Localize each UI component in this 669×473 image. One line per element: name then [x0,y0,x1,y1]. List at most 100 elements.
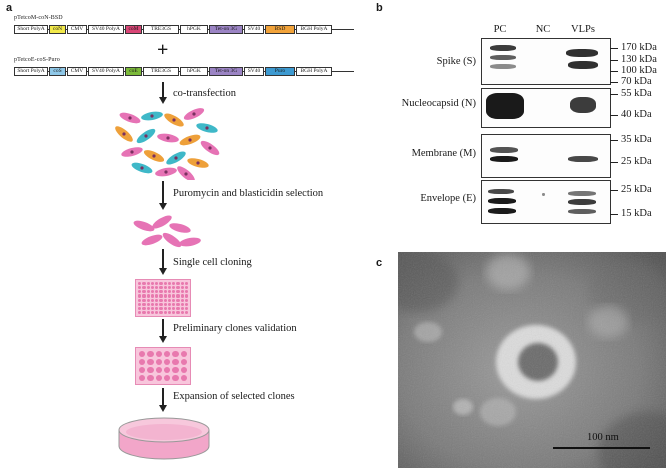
plate-well [138,302,142,306]
panel-label-a: a [6,2,13,14]
plate-well [142,286,146,290]
blot-label-membrane: Membrane (M) [411,148,476,159]
plate-well [172,367,179,373]
plasmid1-name: pTetcoM-coN-BSD [14,15,63,21]
flow-arrow-head [159,336,167,343]
plasmid-segment-cmv: CMV [67,66,87,76]
plate-well [155,375,162,381]
plate-well [176,310,180,314]
plate-well [159,302,163,306]
plate-well [142,282,146,286]
panel-label-c: c [376,257,383,269]
marker-40: 40 kDa [621,109,652,120]
plate-well [163,290,167,294]
plate-well [150,310,154,314]
marker-100: 100 kDa [621,65,657,76]
plate-well [184,298,188,302]
plate-well [155,294,159,298]
plate-well [167,294,171,298]
lane-header-vlps: VLPs [571,24,595,35]
plate-well [150,302,154,306]
flow-arrow-line [162,82,164,98]
plate-well [138,286,142,290]
plate-well [139,351,146,357]
flow-arrow-head [159,203,167,210]
step-expansion: Expansion of selected clones [173,391,295,402]
plate-well [147,367,154,373]
step-clone-validation: Preliminary clones validation [173,323,297,334]
cell-nucleus [150,114,154,118]
plasmid-segment-hpgk: hPGK [180,24,208,34]
lane-header-pc: PC [493,24,507,35]
plate-well [146,282,150,286]
plate-well [155,282,159,286]
plate-well [146,302,150,306]
plate-well [167,298,171,302]
plate-well [142,290,146,294]
plate-well [163,302,167,306]
plasmid-segment-bgh-polya: BGH PolyA [296,66,332,76]
plate-well [164,351,171,357]
flow-arrow-head [159,268,167,275]
plasmid-segment-short-polya: Short PolyA [14,66,48,76]
plate-well [172,310,176,314]
plate-well [155,298,159,302]
plate-well [172,351,179,357]
cell-shape [152,215,172,229]
plate-well [180,359,187,365]
plate-well [138,294,142,298]
plate-well [184,302,188,306]
plate-well [150,286,154,290]
plasmid-segment-con: coN [49,24,66,34]
plate-well [139,367,146,373]
plate-well [184,290,188,294]
plate-well [184,306,188,310]
plasmid-segment-tet-on-3g: Tet-on 3G [209,66,243,76]
marker-170: 170 kDa [621,42,657,53]
plate-well [167,306,171,310]
plate-well [142,294,146,298]
flow-arrow-line [162,319,164,337]
plate-well [176,306,180,310]
flow-arrow-line [162,181,164,204]
cell-shape [141,234,163,246]
cell-shape [162,232,182,248]
plasmid-segment-tre3gs: TRE3GS [143,24,179,34]
plate-well [138,282,142,286]
plate-well [155,351,162,357]
plate-well [184,310,188,314]
blot-spike [481,38,611,85]
plate-well [184,286,188,290]
plasmid-segment-puro: Puro [265,66,295,76]
plate-well [142,310,146,314]
cell-nucleus [208,146,212,150]
selected-cells-illustration [133,215,201,248]
plate-well [147,375,154,381]
plate-well [180,298,184,302]
plate-well [138,290,142,294]
plate-well [172,306,176,310]
plate-well [176,302,180,306]
blot-label-spike: Spike (S) [436,56,476,67]
plasmid-segment-bsd: BSD [265,24,295,34]
plate-well [176,286,180,290]
plate-well [180,282,184,286]
plate-well [172,359,179,365]
cell-nucleus [122,132,126,136]
plate-well [150,298,154,302]
cell-nucleus [166,136,170,140]
plasmid-segment-coe: coE [125,66,142,76]
plate-well [184,294,188,298]
lane-header-nc: NC [535,24,551,35]
plate-well [172,282,176,286]
scale-bar-label: 100 nm [587,432,619,443]
plate-well [180,294,184,298]
plate-well [159,290,163,294]
step-single-cell-cloning: Single cell cloning [173,257,252,268]
plate-well [180,351,187,357]
cell-nucleus [172,118,176,122]
plate-well [163,294,167,298]
marker-55: 55 kDa [621,88,652,99]
plate-well [139,359,146,365]
